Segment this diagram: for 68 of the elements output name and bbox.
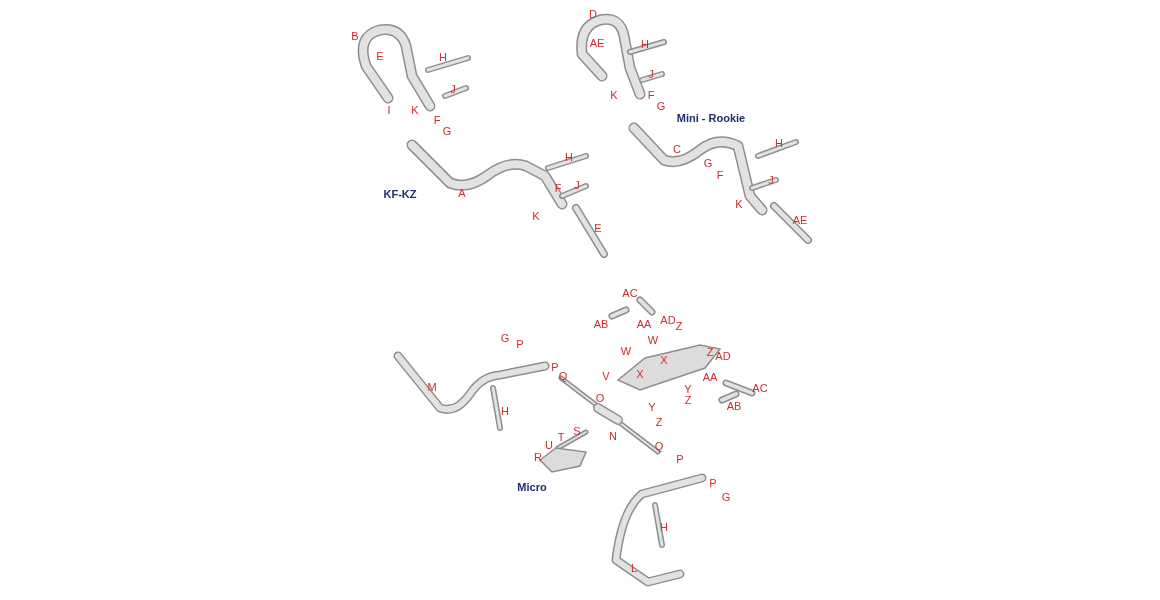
assembly-title: Micro (517, 481, 547, 493)
callout-letter: R (534, 451, 542, 463)
callout-letter: G (442, 125, 452, 137)
callout-letter: X (660, 354, 668, 366)
callout-letter: E (376, 50, 384, 62)
callout-letter: AC (752, 382, 768, 394)
callout-letter: AD (715, 350, 731, 362)
callout-letter: K (411, 104, 419, 116)
callout-letter: Z (655, 416, 663, 428)
assembly-title: Mini - Rookie (676, 112, 746, 124)
callout-letter: AB (726, 400, 742, 412)
callout-letter: K (532, 210, 540, 222)
callout-letter: AA (636, 318, 652, 330)
callout-letter: X (636, 368, 644, 380)
callout-letter: J (768, 174, 774, 186)
callout-letter: W (620, 345, 632, 357)
callout-letter: Z (684, 394, 692, 406)
callout-letter: H (660, 521, 668, 533)
callout-letter: S (573, 425, 581, 437)
callout-letter: D (589, 8, 597, 20)
callout-letter: AA (702, 371, 718, 383)
callout-letter: AE (792, 214, 808, 226)
callout-letter: B (351, 30, 359, 42)
callout-letter: AB (593, 318, 609, 330)
callout-letter: T (557, 431, 565, 443)
callout-letter: V (602, 370, 610, 382)
callout-letter: P (516, 338, 524, 350)
callout-letter: Y (648, 401, 656, 413)
callout-letter: H (641, 38, 649, 50)
callout-letter: F (716, 169, 724, 181)
callout-letter: W (647, 334, 659, 346)
callout-letter: G (656, 100, 666, 112)
callout-letter: O (595, 392, 605, 404)
callout-letter: A (458, 187, 466, 199)
callout-letter: AD (660, 314, 676, 326)
callout-letter: F (433, 114, 441, 126)
callout-letter: H (565, 151, 573, 163)
callout-letter: E (594, 222, 602, 234)
callout-letter: P (709, 477, 717, 489)
callout-letter: AE (589, 37, 605, 49)
callout-letter: C (673, 143, 681, 155)
assembly-title: KF-KZ (383, 188, 417, 200)
callout-letter: F (647, 89, 655, 101)
callout-letter: G (703, 157, 713, 169)
callout-letter: I (387, 104, 391, 116)
callout-letter: M (427, 381, 437, 393)
callout-letter: U (545, 439, 553, 451)
callout-letter: AC (622, 287, 638, 299)
callout-letter: Q (654, 440, 664, 452)
callout-letter: H (775, 137, 783, 149)
callout-letter: G (500, 332, 510, 344)
callout-letter: J (648, 68, 654, 80)
callout-letter: Q (558, 370, 568, 382)
callout-letter: P (551, 361, 559, 373)
callout-letter: F (554, 182, 562, 194)
callout-letter: G (721, 491, 731, 503)
callout-letter: K (735, 198, 743, 210)
callout-letter: Z (706, 346, 714, 358)
callout-letter: J (574, 179, 580, 191)
callout-letter: H (439, 51, 447, 63)
callout-letter: H (501, 405, 509, 417)
callout-letter: Z (675, 320, 683, 332)
callout-letter: J (450, 83, 456, 95)
callout-letter: N (609, 430, 617, 442)
callout-letter: L (630, 562, 638, 574)
callout-letter: K (610, 89, 618, 101)
callout-letter: Y (684, 383, 692, 395)
callout-letter: P (676, 453, 684, 465)
